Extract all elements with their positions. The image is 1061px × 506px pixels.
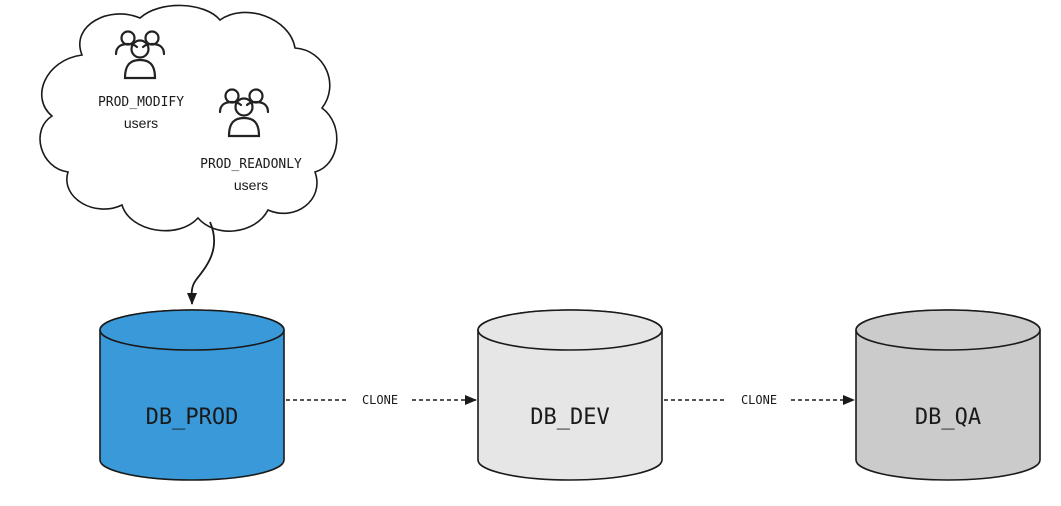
clone-label: CLONE [741,393,777,407]
database-db-prod: DB_PROD [99,309,285,481]
database-label: DB_QA [915,405,981,430]
cloud-shape [39,4,338,232]
user-cloud: PROD_MODIFY users PROD_READONLY users [39,4,338,232]
database-label: DB_PROD [146,405,239,430]
user-group-sublabel: users [234,177,268,193]
user-group-sublabel: users [124,115,158,131]
user-group-name: PROD_READONLY [200,157,302,172]
clone-connector: CLONE [286,393,477,407]
database-db-dev: DB_DEV [477,309,663,481]
users-group-icon [114,30,166,80]
clone-connector: CLONE [664,393,855,407]
cylinder-top [477,309,663,351]
clone-label: CLONE [362,393,398,407]
users-group-icon [218,88,270,138]
cylinder-top [855,309,1041,351]
database-db-qa: DB_QA [855,309,1041,481]
user-group-name: PROD_MODIFY [98,95,184,110]
database-label: DB_DEV [530,405,609,430]
cylinder-top [99,309,285,351]
access-arrow [186,221,216,305]
